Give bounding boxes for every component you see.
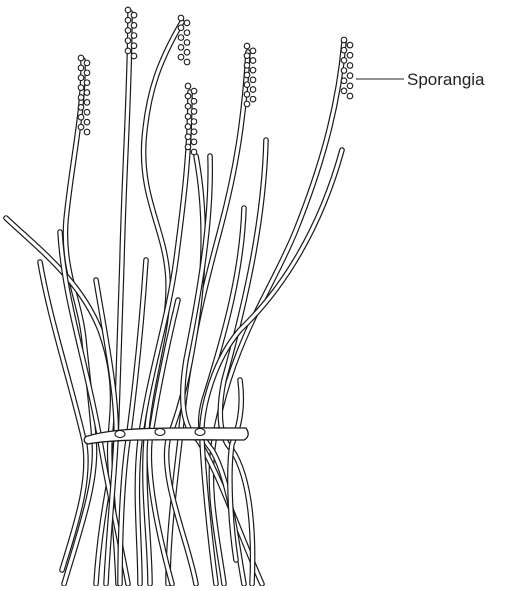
sporangium (244, 101, 250, 107)
sporangium (341, 58, 347, 64)
sporangium (125, 17, 131, 23)
sporangium (84, 90, 90, 96)
sporangia-clusters (78, 7, 353, 155)
sporangium (184, 20, 190, 26)
sporangium (347, 52, 353, 58)
sporangium (191, 149, 197, 155)
sporangium (125, 28, 131, 34)
sporangium (250, 48, 256, 54)
sporangium (244, 43, 250, 49)
strand-bundle (6, 12, 344, 584)
sporangium (185, 124, 191, 130)
sporangium (191, 98, 197, 104)
sporangia-label: Sporangia (407, 70, 485, 89)
sporangium (191, 88, 197, 94)
sporangium (250, 58, 256, 64)
sporangium (178, 35, 184, 41)
sporangium (185, 144, 191, 150)
sporangium (191, 109, 197, 115)
sporangium (125, 7, 131, 13)
sporangium (131, 43, 137, 49)
sporangium (191, 129, 197, 135)
sporangium (78, 114, 84, 120)
sporangium (244, 72, 250, 78)
sporangium (84, 70, 90, 76)
sporangium (178, 54, 184, 60)
sporangium (250, 87, 256, 93)
sporangium (341, 37, 347, 43)
sporangium (78, 65, 84, 71)
sporangium (131, 12, 137, 18)
sporangium (131, 33, 137, 39)
sporangium (244, 82, 250, 88)
sporangium (84, 100, 90, 106)
sporangium (78, 55, 84, 61)
sporangium (191, 139, 197, 145)
sporangium (78, 85, 84, 91)
sporangium (347, 42, 353, 48)
sporangium (184, 49, 190, 55)
sporangium (178, 45, 184, 51)
sporangium (125, 38, 131, 44)
sporangium (178, 25, 184, 31)
sporangium (78, 105, 84, 111)
binding-knot (195, 429, 205, 436)
sporangium (191, 119, 197, 125)
sporangium (184, 40, 190, 46)
sporangium (78, 75, 84, 81)
sporangium (125, 48, 131, 54)
sporangium (84, 129, 90, 135)
sporangium (185, 134, 191, 140)
sporangium (347, 63, 353, 69)
sporangium (84, 119, 90, 125)
sporangium (178, 15, 184, 21)
sporangium (185, 83, 191, 89)
sporangium (341, 47, 347, 53)
sporangium (84, 60, 90, 66)
sporangium (250, 96, 256, 102)
sporangium (185, 93, 191, 99)
sporangium (131, 53, 137, 59)
sporangium (185, 104, 191, 110)
sporangium (347, 73, 353, 79)
sporangium (244, 92, 250, 98)
sporangium (84, 109, 90, 115)
sporangium (341, 68, 347, 74)
sporangium (184, 59, 190, 65)
sporangium (185, 114, 191, 120)
sporangium (341, 88, 347, 94)
sporangium (78, 95, 84, 101)
sporangium (244, 53, 250, 59)
binding-knot (155, 429, 165, 436)
sporangium (84, 80, 90, 86)
sporangium (341, 78, 347, 84)
sporangium (184, 30, 190, 36)
sporangium (347, 93, 353, 99)
sporangium (250, 77, 256, 83)
binding-knot (115, 431, 125, 438)
sporangium (244, 63, 250, 69)
sporangium (347, 83, 353, 89)
sporangium (250, 67, 256, 73)
sporangium (78, 124, 84, 130)
sporangium (131, 23, 137, 29)
